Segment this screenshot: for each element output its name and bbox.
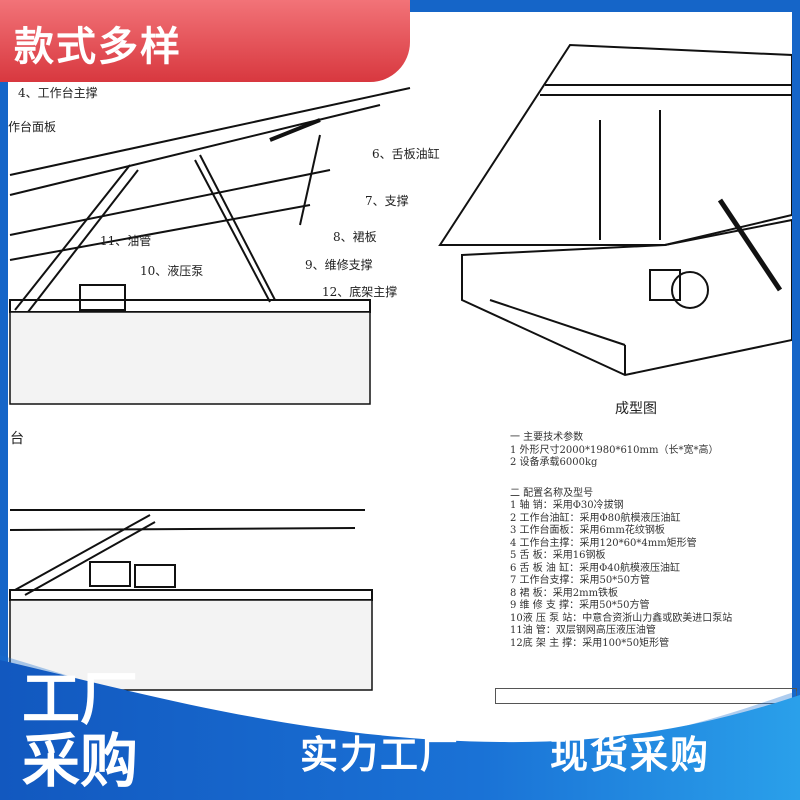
perspective-caption: 成型图 <box>615 401 657 417</box>
spec-line: 2 设备承载6000kg <box>510 457 598 468</box>
banner-slogan-2: 现货采购 <box>550 733 711 777</box>
drawing-label: 9、维修支撑 <box>305 258 373 272</box>
spec-line: 1 轴 销：采用Φ30冷拔钢 <box>510 500 624 511</box>
title-block-strip <box>495 688 797 704</box>
banner-title-line2: 采购 <box>22 727 139 795</box>
banner-title-line1: 工厂 <box>22 665 139 733</box>
drawing-label: 11、油管 <box>100 234 152 248</box>
spec-section-title: 二 配置名称及型号 <box>510 487 594 499</box>
banner-slogan-1: 实力工厂 <box>300 733 461 777</box>
spec-line: 2 工作台油缸：采用Φ80航模液压油缸 <box>510 512 681 524</box>
drawing-label: 台 <box>10 431 24 447</box>
spec-list: 一 主要技术参数 1 外形尺寸2000*1980*610mm（长*宽*高） 2 … <box>510 432 732 650</box>
header-badge: 款式多样 <box>0 0 410 82</box>
badge-text: 款式多样 <box>14 24 182 70</box>
drawing-label: 10、液压泵 <box>140 264 204 278</box>
spec-line: 6 舌 板 油 缸：采用Φ40航模液压油缸 <box>510 562 680 574</box>
spec-line: 9 维 修 支 撑：采用50*50方管 <box>510 600 650 611</box>
drawing-label: 8、裙板 <box>333 230 377 244</box>
spec-line: 12底 架 主 撑：采用100*50矩形管 <box>510 637 670 649</box>
spec-line: 1 外形尺寸2000*1980*610mm（长*宽*高） <box>510 444 719 456</box>
spec-section-title: 一 主要技术参数 <box>510 432 584 443</box>
blue-frame-top <box>380 0 800 12</box>
spec-line: 10液 压 泵 站：中意合资浙山力鑫或欧美进口泵站 <box>510 612 733 624</box>
spec-line: 8 裙 板：采用2mm铁板 <box>510 587 619 599</box>
blue-frame-right <box>792 0 800 800</box>
drawing-label: 12、底架主撑 <box>322 285 398 299</box>
spec-line: 7 工作台支撑：采用50*50方管 <box>510 575 650 586</box>
spec-line: 3 工作台面板：采用6mm花纹钢板 <box>510 525 665 536</box>
drawing-label: 作台面板 <box>8 120 57 134</box>
drawing-label: 4、工作台主撑 <box>18 86 98 100</box>
banner-title: 工厂 采购 <box>22 668 138 792</box>
blue-frame-left <box>0 0 8 800</box>
spec-line: 5 舌 板：采用16钢板 <box>510 550 606 561</box>
drawing-label: 7、支撑 <box>365 194 409 208</box>
spec-line: 11油 管：双层钢网高压液压油管 <box>510 625 656 636</box>
drawing-label: 6、舌板油缸 <box>372 147 440 161</box>
spec-line: 4 工作台主撑：采用120*60*4mm矩形管 <box>510 537 697 549</box>
